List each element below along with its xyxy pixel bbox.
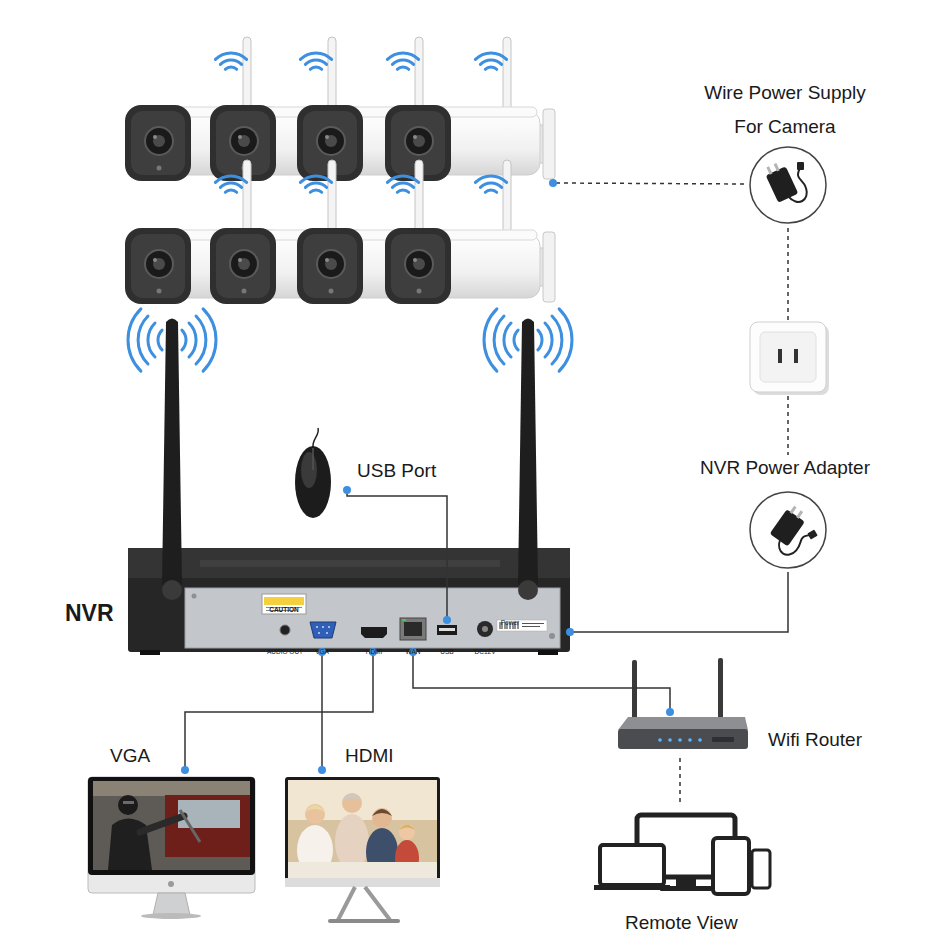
node-label: NVR [65,600,114,626]
node-label: VGA [110,745,150,767]
connector-dot [443,616,451,624]
label-anchor: AUDIO OUT [255,640,315,658]
label-anchor: DC12V [455,640,515,658]
label-anchor: WAN [383,640,443,658]
node-label: Remote View [625,912,738,934]
connector-dot [666,708,674,716]
label-anchor: Power [480,611,540,629]
label-anchor: CAUTION [254,598,314,616]
port-label: WAN [406,648,421,655]
port-label: HDMI [366,648,383,655]
port-label: AUDIO OUT [267,648,303,655]
mouse-callout: USB Port [290,440,448,490]
connector-dot [343,486,351,494]
port-label: USB [440,648,453,655]
cable-line [347,490,447,620]
port-label: VGA [315,648,329,655]
port-label: Power [501,619,519,626]
remote-devices: Remote View [590,805,778,938]
wifi-router: Wifi Router [612,712,885,758]
hdmi-monitor: HDMI [282,770,445,928]
label-anchor: USB [417,640,477,658]
adapter-callout: NVR Power Adapter [690,455,884,572]
port-label: DC12V [475,648,496,655]
port-label: CAUTION [269,606,299,613]
vga-monitor: VGA [85,770,260,920]
node-label: USB Port [357,460,436,482]
label-anchor: VGA [292,640,352,658]
cable-line [185,652,373,770]
cable-line [570,572,788,632]
cable-line [321,652,323,770]
node-label: NVR Power Adapter [690,456,880,480]
node-label: Wifi Router [768,729,862,751]
cable-line [679,758,681,805]
cable-line [413,652,670,712]
label-anchor: HDMI [344,640,404,658]
node-label: HDMI [345,745,394,767]
connector-dot [566,628,574,636]
node-label: Wire Power Supply For Camera [695,76,875,144]
connector-dot [318,766,326,774]
connector-dot [181,766,189,774]
power-supply-callout: Wire Power Supply For Camera [695,74,879,228]
